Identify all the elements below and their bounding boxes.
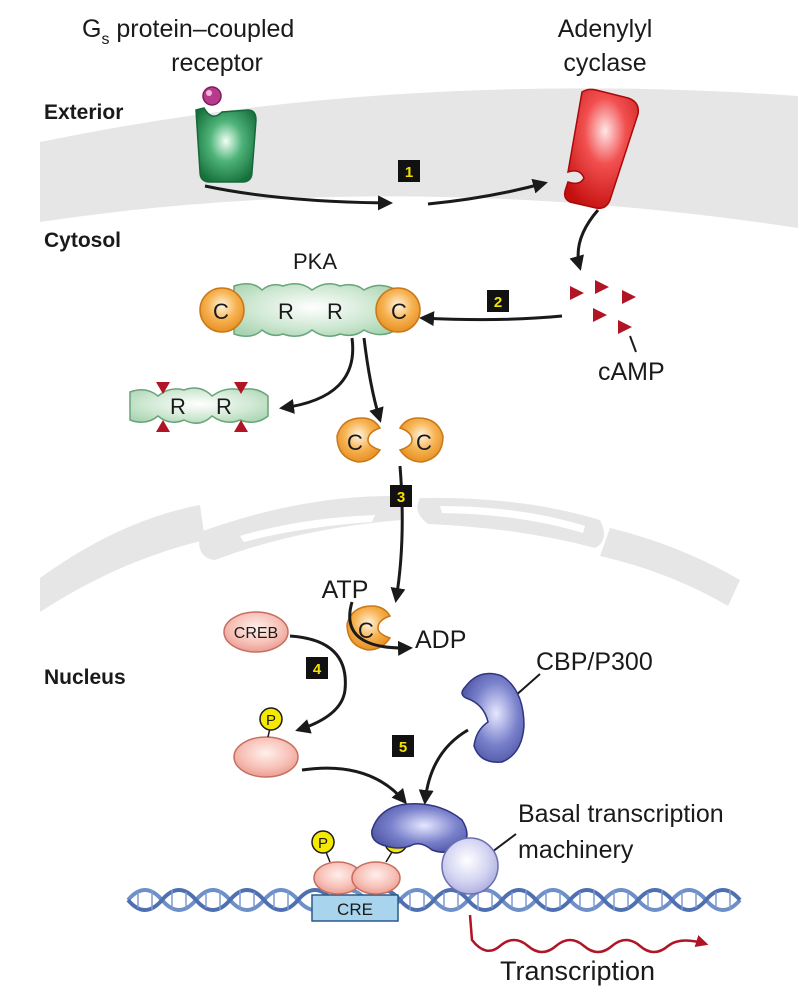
receptor-title-line1: Gs protein–coupled — [82, 15, 294, 48]
exterior-label: Exterior — [44, 101, 123, 124]
arrow-receptor-to-step1 — [204, 184, 393, 211]
cre-label: CRE — [337, 900, 373, 919]
svg-text:3: 3 — [397, 489, 405, 506]
atp-label: ATP — [322, 576, 369, 604]
arrow-pka-to-r-dimer — [279, 337, 355, 414]
arrow-cbp-to-complex — [418, 728, 469, 805]
arrow-pka-to-c-subunits — [362, 337, 384, 423]
pka-label: PKA — [293, 249, 337, 274]
pka-holoenzyme: C R R C — [199, 283, 421, 337]
receptor-title-line2: receptor — [171, 49, 263, 77]
gs-protein-coupled-receptor — [195, 86, 257, 183]
r-dimer-r-left: R — [170, 394, 186, 419]
pka-c-right: C — [391, 299, 407, 324]
basal-transcription-machinery — [441, 837, 499, 895]
pka-r-left: R — [278, 299, 294, 324]
c-subunit-left: C — [347, 430, 363, 455]
transcription-arrow — [468, 914, 709, 954]
svg-text:1: 1 — [405, 164, 413, 181]
arrow-atp-to-adp — [348, 601, 413, 656]
cre-element: CRE — [311, 894, 399, 922]
catalytic-subunits: C C — [336, 417, 444, 463]
cyclase-title-line2: cyclase — [563, 49, 646, 77]
plasma-membrane — [40, 88, 798, 228]
step-1-badge: 1 — [398, 160, 420, 182]
cytosol-label: Cytosol — [44, 229, 121, 252]
c-subunit-right: C — [416, 430, 432, 455]
transcription-label: Transcription — [500, 956, 655, 986]
step-4-badge: 4 — [306, 657, 328, 679]
cyclase-title-line1: Adenylyl — [558, 15, 653, 43]
arrow-creb-phosphorylation — [289, 634, 347, 734]
cbp-label: CBP/P300 — [536, 648, 653, 676]
pka-r-right: R — [327, 299, 343, 324]
creb-protein: CREB — [223, 611, 289, 653]
nucleus-label: Nucleus — [44, 666, 126, 689]
camp-label: cAMP — [598, 358, 665, 386]
ligand-icon — [202, 86, 222, 106]
step-3-badge: 3 — [390, 485, 412, 507]
pka-c-left: C — [213, 299, 229, 324]
arrow-c-into-nucleus — [390, 465, 406, 603]
r-dimer-r-right: R — [216, 394, 232, 419]
svg-text:4: 4 — [313, 661, 322, 678]
svg-text:5: 5 — [399, 739, 407, 756]
step-2-badge: 2 — [487, 290, 509, 312]
dna-base-pairs — [137, 890, 731, 910]
arrow-cyclase-to-camp — [569, 209, 600, 271]
basal-label-line2: machinery — [518, 836, 634, 864]
nuclear-envelope — [40, 496, 740, 612]
phosphorylated-creb: P — [233, 707, 299, 778]
basal-label-line1: Basal transcription — [518, 800, 724, 828]
arrow-step1-to-cyclase — [427, 178, 548, 206]
dna-double-helix — [126, 888, 742, 912]
adenylyl-cyclase — [563, 88, 640, 210]
nuclear-c-subunit: C — [346, 605, 392, 651]
arrow-camp-to-pka — [419, 311, 563, 327]
camp-leader-line — [629, 335, 637, 353]
nuclear-c-label: C — [358, 618, 374, 643]
camp-molecules — [570, 280, 636, 334]
creb-label: CREB — [234, 625, 278, 642]
step-5-badge: 5 — [392, 735, 414, 757]
adp-label: ADP — [415, 626, 466, 654]
cbp-p300-protein — [461, 672, 525, 763]
svg-text:2: 2 — [494, 294, 502, 311]
phosphate-label-free: P — [266, 712, 276, 729]
arrow-creb-to-complex — [301, 766, 407, 805]
regulatory-dimer-with-camp: R R — [129, 382, 269, 432]
phosphate-label-left: P — [318, 835, 328, 852]
